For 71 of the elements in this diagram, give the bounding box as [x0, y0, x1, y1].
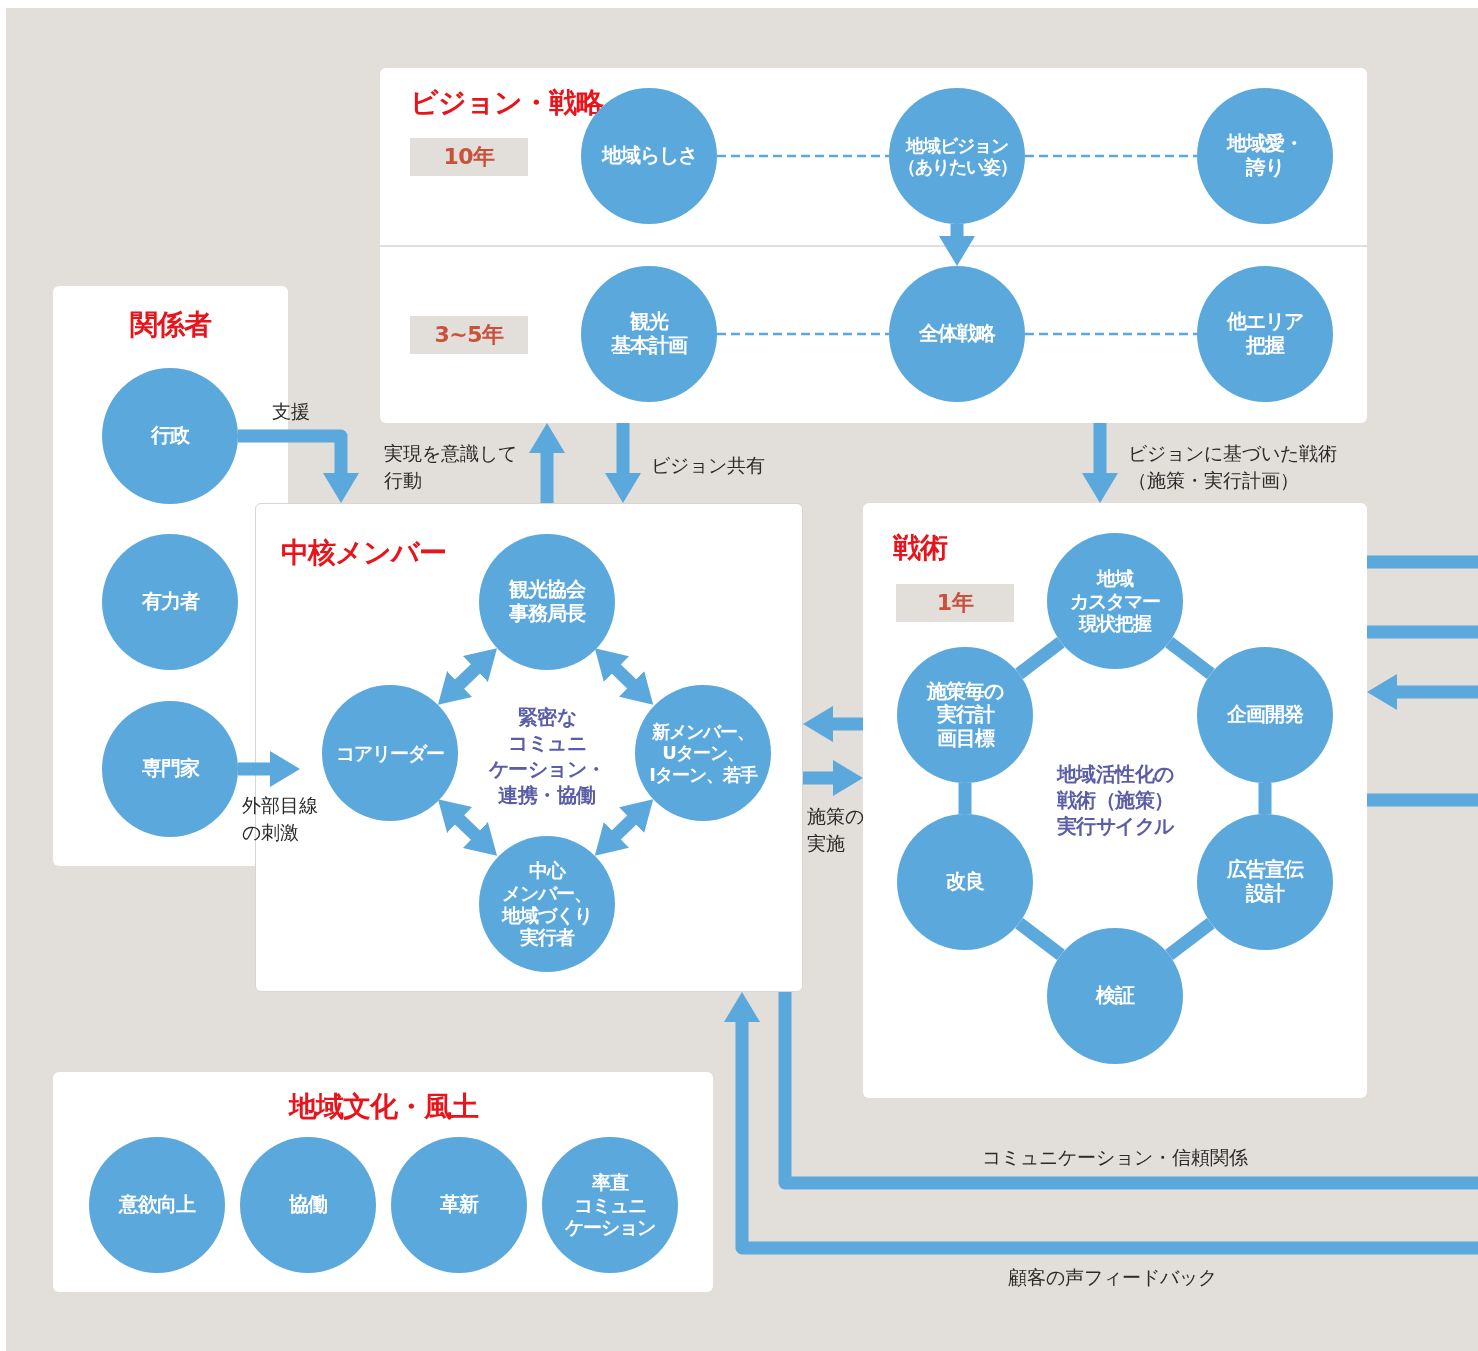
dashed-connector [1025, 154, 1197, 158]
connector-line [1015, 636, 1065, 680]
edge-label: 施策の実施 [807, 804, 865, 856]
circle-node: 有力者 [102, 534, 238, 670]
circle-node: 行政 [102, 368, 238, 504]
arrow [803, 706, 863, 742]
cycle-text: 地域活性化の戦術（施策）実行サイクル [1056, 761, 1174, 839]
edge-label: 顧客の声フィードバック [1008, 1265, 1218, 1290]
dashed-connector [717, 154, 889, 158]
panel-title: 戦術 [893, 531, 947, 565]
connector-line [1015, 917, 1065, 961]
connector-line [1165, 917, 1215, 961]
circle-node: 全体戦略 [889, 266, 1025, 402]
edge-label: 支援 [272, 399, 311, 424]
group-panel [380, 68, 1367, 423]
edge-label: 外部目線の刺激 [242, 793, 319, 845]
arrow [437, 648, 498, 705]
panel-title: 関係者 [130, 308, 211, 342]
edge-label: コミュニケーション・信頼関係 [982, 1145, 1249, 1170]
group-panel [863, 503, 1367, 1098]
period-tag: 3~5年 [410, 316, 528, 354]
circle-node: 企画開発 [1197, 647, 1333, 783]
connector-line [1258, 783, 1272, 814]
group-panel [53, 1072, 713, 1292]
period-tag: 1年 [896, 584, 1014, 622]
arrow [238, 429, 359, 503]
circle-node: コアリーダー [322, 685, 458, 821]
circle-node: 意欲向上 [89, 1137, 225, 1273]
dashed-connector [717, 332, 889, 336]
connector-line [1367, 793, 1478, 807]
circle-node: 観光基本計画 [581, 266, 717, 402]
panel-title: ビジョン・戦略 [410, 86, 603, 120]
arrow [238, 751, 300, 787]
cycle-text: 緊密なコミュニケーション・連携・協働 [488, 704, 606, 808]
arrow [437, 799, 498, 856]
circle-node: 地域ビジョン（ありたい姿） [889, 88, 1025, 224]
arrow [605, 423, 641, 503]
arrow [803, 760, 863, 796]
arrow [724, 992, 1478, 1255]
period-tag: 10年 [410, 138, 528, 176]
circle-node: 検証 [1047, 928, 1183, 1064]
circle-node: 施策毎の実行計画目標 [897, 647, 1033, 783]
circle-node: 観光協会事務局長 [479, 534, 615, 670]
arrow [594, 799, 654, 856]
circle-node: 地域愛・誇り [1197, 88, 1333, 224]
arrow [1082, 423, 1118, 503]
connector-line [778, 992, 1478, 1190]
connector-line [1367, 555, 1478, 569]
circle-node: 他エリア把握 [1197, 266, 1333, 402]
arrow [594, 648, 654, 705]
circle-node: 協働 [240, 1137, 376, 1273]
circle-node: 革新 [391, 1137, 527, 1273]
circle-node: 新メンバー、Uターン、Iターン、若手 [635, 685, 771, 821]
arrow [939, 224, 975, 266]
dashed-connector [1025, 332, 1197, 336]
panel-title: 中核メンバー [281, 536, 446, 570]
circle-node: 地域カスタマー現状把握 [1047, 533, 1183, 669]
arrow [529, 423, 565, 503]
circle-node: 広告宣伝設計 [1197, 814, 1333, 950]
connector-line [958, 783, 972, 814]
arrow [1367, 674, 1478, 710]
edge-label: ビジョンに基づいた戦術（施策・実行計画） [1128, 441, 1338, 493]
connector-line [1165, 636, 1215, 680]
edge-label: 実現を意識して行動 [384, 441, 518, 493]
panel-title: 地域文化・風土 [288, 1090, 478, 1124]
circle-node: 率直コミュニケーション [542, 1137, 678, 1273]
circle-node: 専門家 [102, 701, 238, 837]
circle-node: 改良 [897, 814, 1033, 950]
connector-line [1367, 625, 1478, 639]
circle-node: 中心メンバー、地域づくり実行者 [479, 836, 615, 972]
edge-label: ビジョン共有 [651, 453, 766, 478]
